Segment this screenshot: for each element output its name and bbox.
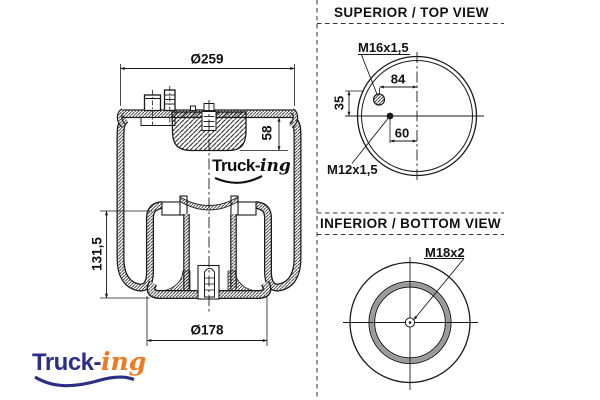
top-view-stud-m16 (372, 93, 386, 106)
dim-piston-diameter: Ø178 (190, 322, 224, 338)
top-view-drawing (345, 52, 484, 182)
bottom-view-drawing (343, 257, 478, 390)
top-view-hole-m12 (386, 112, 394, 120)
watermark-logo: Truck-ing (212, 156, 291, 176)
dim-body-height: 131,5 (89, 237, 105, 271)
piston-dish (179, 196, 239, 211)
dim-hole-offset-x: 60 (394, 125, 410, 141)
top-view-title: SUPERIOR / TOP VIEW (334, 5, 489, 20)
label-m16-thread: M16x1,5 (358, 40, 409, 55)
dim-top-plate-diameter: Ø259 (190, 51, 224, 67)
bottom-view-title: INFERIOR / BOTTOM VIEW (320, 216, 502, 231)
dim-plate-to-bumper-height: 58 (259, 125, 275, 141)
logo-swoosh (34, 375, 135, 388)
dim-stud-offset-x: 84 (390, 71, 406, 87)
label-m18-thread: M18x2 (425, 245, 465, 260)
brand-logo: Truck-ing (32, 347, 147, 376)
bumper-block (171, 111, 247, 152)
panel-separators (316, 0, 504, 400)
dim-stud-offset-y: 35 (331, 95, 347, 111)
label-m12-thread: M12x1,5 (327, 162, 378, 177)
side-view-drawing (100, 64, 298, 346)
